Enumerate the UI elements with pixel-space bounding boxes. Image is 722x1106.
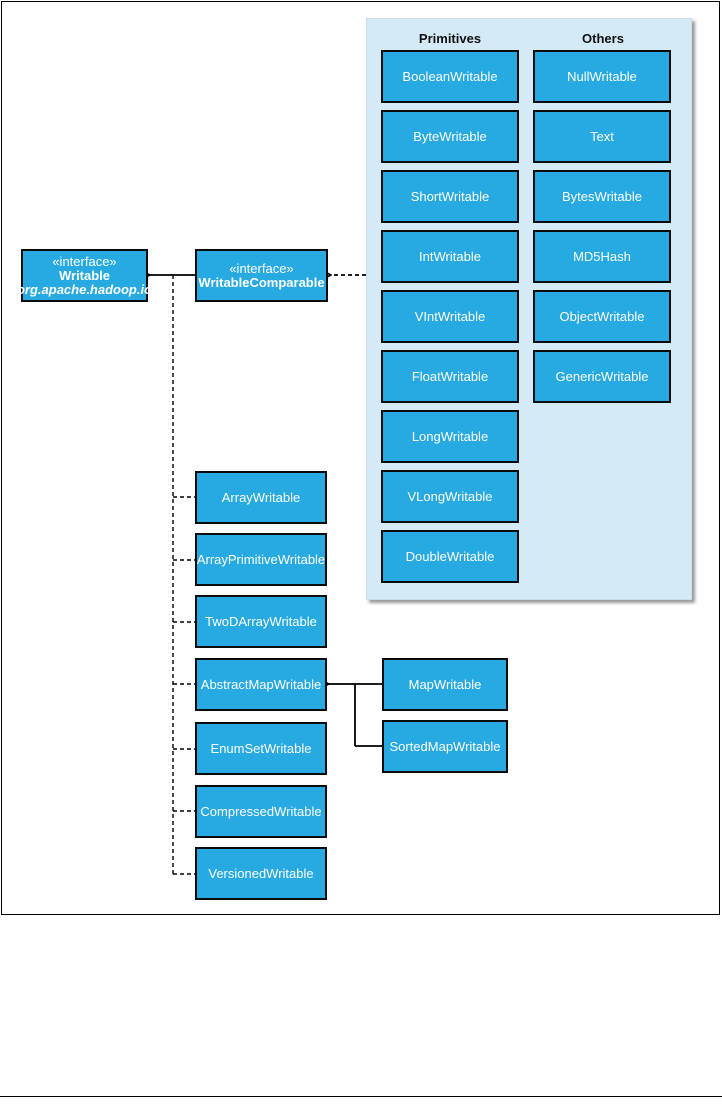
primitive-box-floatwritable: FloatWritable xyxy=(381,350,519,403)
primitive-box-vlongwritable: VLongWritable xyxy=(381,470,519,523)
writablecomparable-interface-box: «interface» WritableComparable xyxy=(195,249,328,302)
writable-interface-box: «interface» Writable org.apache.hadoop.i… xyxy=(17,249,152,302)
impl-box-twodarraywritable: TwoDArrayWritable xyxy=(195,595,327,648)
primitives-header: Primitives xyxy=(418,31,482,46)
writable-package: org.apache.hadoop.io xyxy=(16,281,153,297)
impl-box-versionedwritable: VersionedWritable xyxy=(195,847,327,900)
primitive-box-intwritable: IntWritable xyxy=(381,230,519,283)
other-box-objectwritable: ObjectWritable xyxy=(533,290,671,343)
primitive-box-booleanwritable: BooleanWritable xyxy=(381,50,519,103)
writablecomparable-name: WritableComparable xyxy=(198,274,325,290)
other-box-byteswritable: BytesWritable xyxy=(533,170,671,223)
primitive-box-longwritable: LongWritable xyxy=(381,410,519,463)
other-box-md5hash: MD5Hash xyxy=(533,230,671,283)
others-header: Others xyxy=(582,31,624,46)
impl-box-compressedwritable: CompressedWritable xyxy=(195,785,327,838)
other-box-genericwritable: GenericWritable xyxy=(533,350,671,403)
primitive-box-shortwritable: ShortWritable xyxy=(381,170,519,223)
map-box-mapwritable: MapWritable xyxy=(382,658,508,711)
figure-frame xyxy=(1,1,720,915)
page-footer-rule xyxy=(0,1096,722,1097)
writable-name: Writable xyxy=(58,267,111,283)
map-box-sortedmapwritable: SortedMapWritable xyxy=(382,720,508,773)
other-box-text: Text xyxy=(533,110,671,163)
impl-box-enumsetwritable: EnumSetWritable xyxy=(195,722,327,775)
primitive-box-bytewritable: ByteWritable xyxy=(381,110,519,163)
impl-box-arrayprimitivewritable: ArrayPrimitiveWritable xyxy=(195,533,327,586)
impl-box-abstractmapwritable: AbstractMapWritable xyxy=(195,658,327,711)
other-box-nullwritable: NullWritable xyxy=(533,50,671,103)
primitive-box-vintwritable: VIntWritable xyxy=(381,290,519,343)
primitive-box-doublewritable: DoubleWritable xyxy=(381,530,519,583)
impl-box-arraywritable: ArrayWritable xyxy=(195,471,327,524)
writablecomparable-stereotype: «interface» xyxy=(229,260,294,276)
writable-stereotype: «interface» xyxy=(52,253,117,269)
